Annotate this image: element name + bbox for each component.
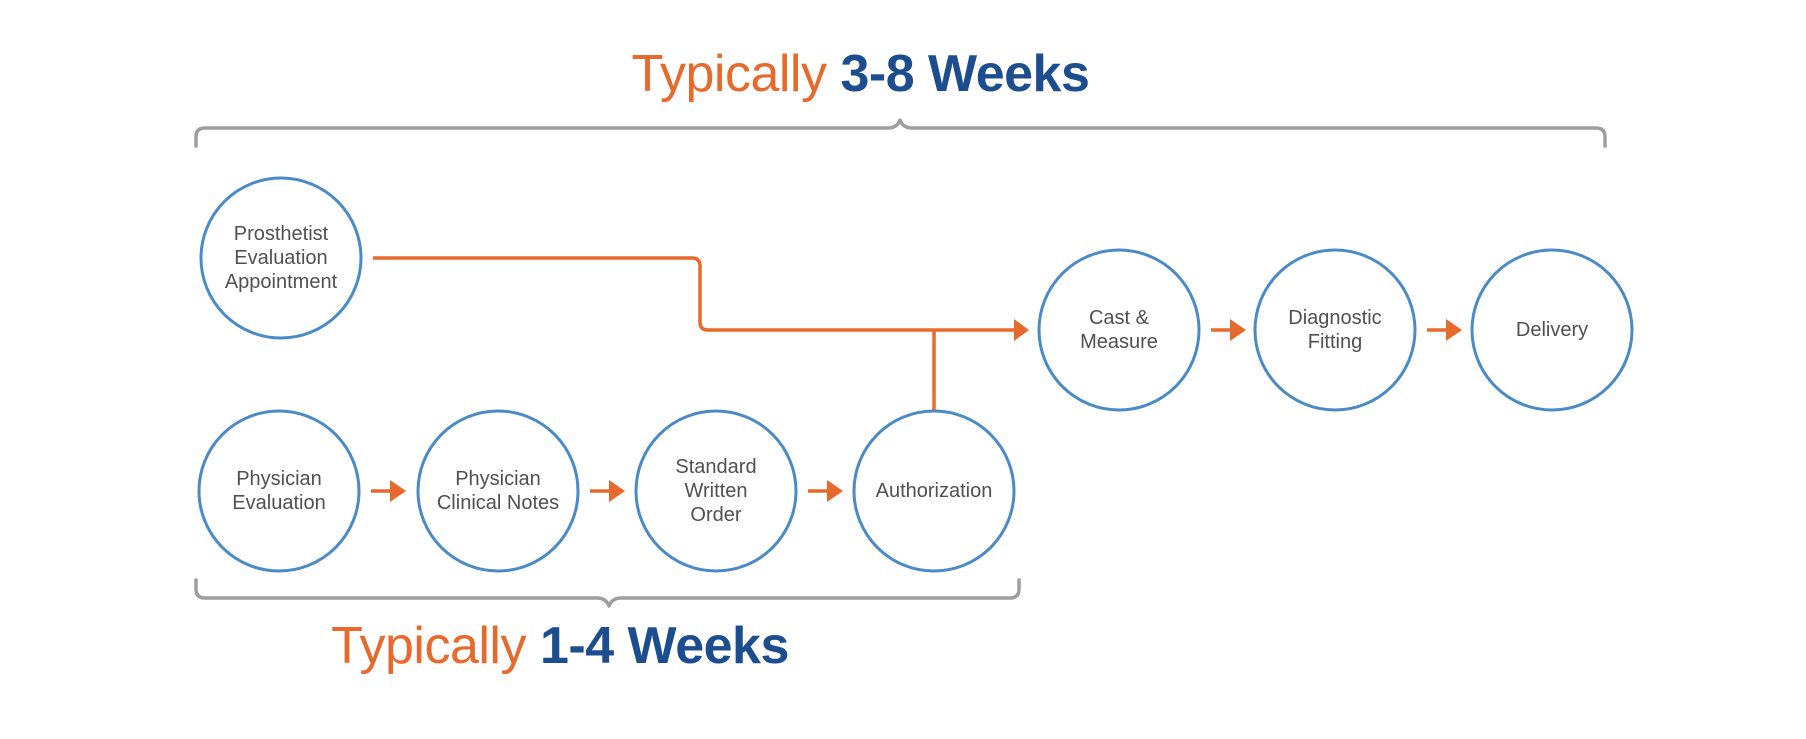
connector-prosthetist-to-cast [373, 256, 1014, 332]
node-label: Prosthetist Evaluation Appointment [224, 223, 338, 293]
node-label: Authorization [875, 480, 993, 502]
node-diagnostic-fitting: Diagnostic Fitting [1254, 249, 1416, 411]
node-label: Diagnostic Fitting [1288, 307, 1382, 353]
node-cast-measure: Cast & Measure [1038, 249, 1200, 411]
heading-bottom-prefix: Typically [331, 617, 526, 675]
circle-standard-written-order [634, 409, 798, 573]
arrow-cast-to-diagnostic [1211, 319, 1246, 341]
top-bracket [194, 118, 1607, 148]
circle-physician-evaluation [197, 409, 361, 573]
circle-diagnostic-fitting [1253, 248, 1417, 412]
arrow-notes-to-order [590, 480, 625, 502]
arrow-physician-eval-to-notes [371, 480, 406, 502]
circle-prosthetist-evaluation [199, 176, 363, 340]
node-standard-written-order: Standard Written Order [635, 410, 797, 572]
circle-cast-measure [1037, 248, 1201, 412]
node-label: Physician Evaluation [232, 468, 326, 514]
heading-bottom-emphasis: 1-4 Weeks [539, 617, 789, 675]
node-prosthetist-evaluation: Prosthetist Evaluation Appointment [200, 177, 362, 339]
node-label: Physician Clinical Notes [436, 468, 560, 514]
heading-bottom-duration: Typically 1-4 Weeks [0, 616, 1806, 676]
node-physician-clinical-notes: Physician Clinical Notes [417, 410, 579, 572]
heading-top-emphasis: 3-8 Weeks [840, 45, 1090, 103]
node-label: Delivery [1515, 319, 1589, 341]
node-label: Standard Written Order [675, 456, 757, 526]
arrow-diagnostic-to-delivery [1427, 319, 1462, 341]
circle-authorization [852, 409, 1016, 573]
node-physician-evaluation: Physician Evaluation [198, 410, 360, 572]
arrow-order-to-authorization [808, 480, 843, 502]
bottom-bracket [194, 578, 1021, 608]
arrowhead-to-cast [1014, 319, 1029, 341]
circle-delivery [1470, 248, 1634, 412]
node-delivery: Delivery [1471, 249, 1633, 411]
heading-top-duration: Typically 3-8 Weeks [0, 44, 1806, 104]
node-authorization: Authorization [853, 410, 1015, 572]
circle-physician-clinical-notes [416, 409, 580, 573]
node-label: Cast & Measure [1080, 307, 1158, 353]
heading-top-prefix: Typically [631, 45, 827, 103]
